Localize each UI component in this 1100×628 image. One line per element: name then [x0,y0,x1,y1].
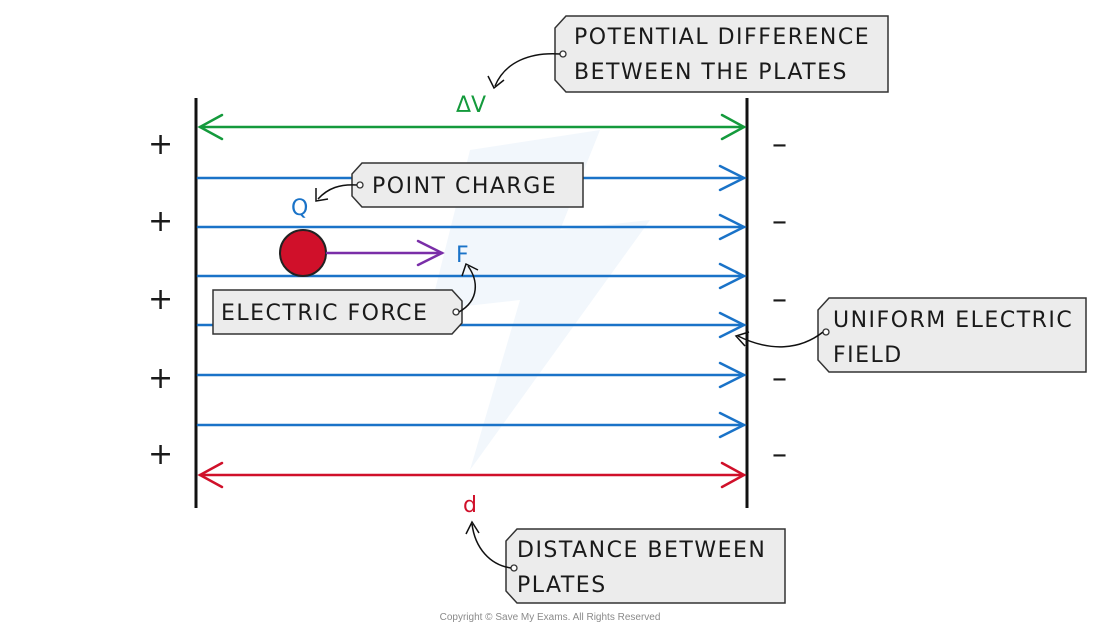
potential-difference-line-2: BETWEEN THE PLATES [574,60,848,85]
label-uniform-field: UNIFORM ELECTRIC FIELD [734,297,1087,373]
uniform-field-line-1: UNIFORM ELECTRIC [833,308,1073,333]
plus-sign: + [148,361,173,396]
potential-difference-arrow [197,113,747,141]
distance-symbol: d [463,493,477,518]
field-line [196,361,747,389]
negative-signs: – – – – – [772,127,787,472]
positive-signs: + + + + + [148,127,173,472]
label-point-charge: POINT CHARGE [315,162,584,208]
label-distance: DISTANCE BETWEEN PLATES [465,520,786,604]
delta-v-symbol: ΔV [456,93,486,118]
distance-line-1: DISTANCE BETWEEN [517,538,766,563]
electric-force-label: ELECTRIC FORCE [221,301,428,326]
field-line [196,213,747,241]
label-potential-difference: POTENTIAL DIFFERENCE BETWEEN THE PLATES [487,15,889,93]
distance-arrow [197,461,747,489]
potential-difference-line-1: POTENTIAL DIFFERENCE [574,25,870,50]
point-charge-label: POINT CHARGE [372,174,557,199]
minus-sign: – [772,282,787,317]
plus-sign: + [148,282,173,317]
plus-sign: + [148,204,173,239]
field-line [196,411,747,439]
force-symbol: F [456,243,469,268]
field-line [196,262,747,290]
distance-line-2: PLATES [517,573,607,598]
point-charge [279,229,327,277]
uniform-field-line-2: FIELD [833,343,903,368]
force-arrow [325,239,445,267]
plus-sign: + [148,127,173,162]
watermark-logo [430,130,650,470]
minus-sign: – [772,127,787,162]
copyright-text: Copyright © Save My Exams. All Rights Re… [440,612,661,623]
minus-sign: – [772,361,787,396]
label-electric-force: ELECTRIC FORCE [212,262,479,335]
plus-sign: + [148,437,173,472]
charge-symbol: Q [291,196,308,221]
minus-sign: – [772,437,787,472]
minus-sign: – [772,204,787,239]
